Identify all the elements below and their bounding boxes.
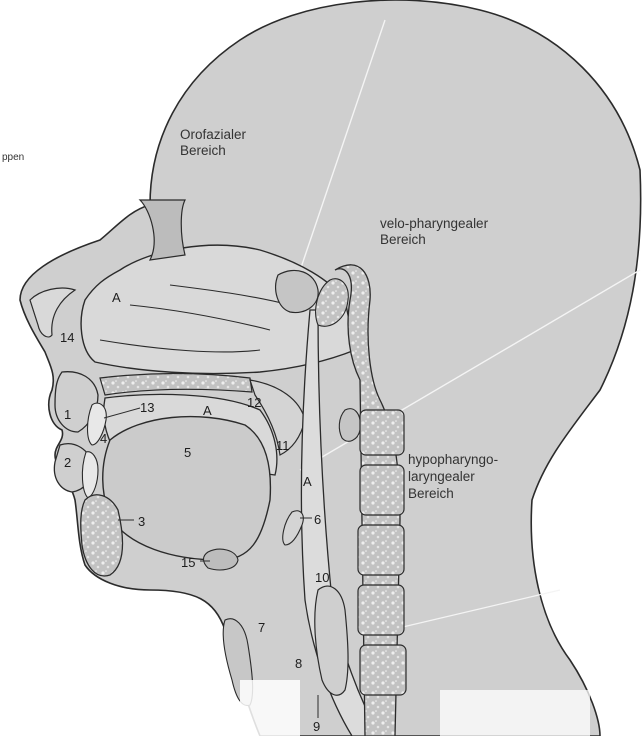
scan-artifact <box>440 690 590 736</box>
scan-artifact <box>240 680 300 736</box>
vertebra <box>360 410 404 455</box>
region-label-hypo-line1: hypopharyngo- <box>408 452 498 468</box>
label-9: 9 <box>313 719 320 734</box>
label-10: 10 <box>315 570 329 585</box>
vertebra <box>358 585 404 635</box>
mandible <box>81 495 123 576</box>
label-11: 11 <box>276 438 290 453</box>
label-13: 13 <box>140 400 154 415</box>
label-a-nasal: A <box>112 290 121 305</box>
label-15: 15 <box>181 555 195 570</box>
label-8: 8 <box>295 656 302 671</box>
adenoid <box>276 270 319 312</box>
region-label-orofacial-line1: Orofazialer <box>180 127 246 143</box>
vertebra <box>360 465 404 515</box>
region-label-hypo-line2: laryngealer <box>408 469 475 485</box>
label-6: 6 <box>314 512 321 527</box>
region-label-hypo-line3: Bereich <box>408 486 454 502</box>
label-3: 3 <box>138 514 145 529</box>
label-4: 4 <box>100 431 107 446</box>
label-a-oral: A <box>203 403 212 418</box>
region-label-velo-line2: Bereich <box>380 232 426 248</box>
hyoid-bone <box>204 549 239 570</box>
label-a-pharynx: A <box>303 474 312 489</box>
label-7: 7 <box>258 620 265 635</box>
region-label-orofacial-line2: Bereich <box>180 143 226 159</box>
label-14: 14 <box>60 330 74 345</box>
label-12: 12 <box>247 395 261 410</box>
pharyngeal-tonsil <box>339 409 360 442</box>
vertebra <box>358 525 404 575</box>
vertebra <box>360 645 406 695</box>
label-5: 5 <box>184 445 191 460</box>
cut-off-text: ppen <box>2 150 24 165</box>
label-1: 1 <box>64 407 71 422</box>
region-label-velo-line1: velo-pharyngealer <box>380 216 488 232</box>
vertebrae <box>358 410 406 695</box>
label-2: 2 <box>64 455 71 470</box>
